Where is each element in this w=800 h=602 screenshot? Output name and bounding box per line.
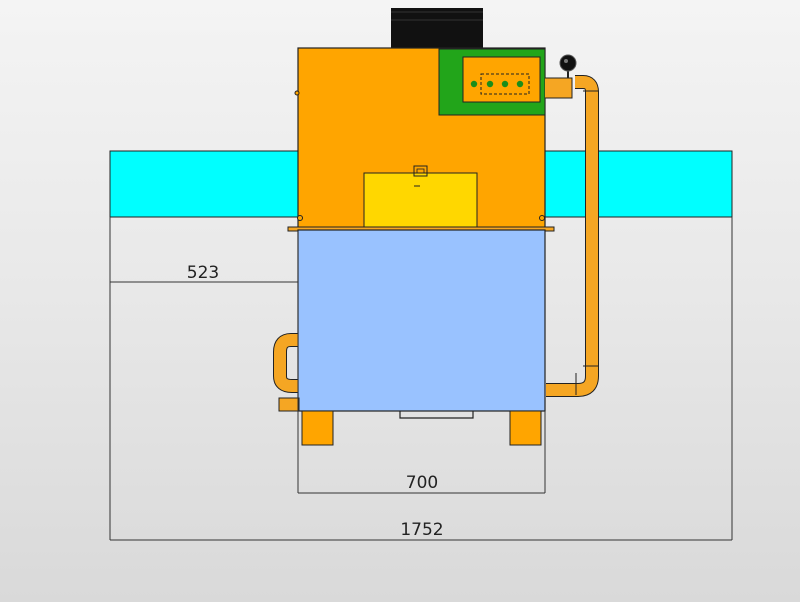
rivet [297,215,303,221]
left-side-panel [109,150,299,218]
left-outlet-pipe [278,397,300,412]
indicator-light-2 [486,80,494,88]
access-window [363,172,478,230]
pressure-gauge-icon [559,54,577,82]
indicator-light-1 [470,80,478,88]
left-pipe [273,333,299,393]
top-pipe-connector [545,77,573,99]
dimension-body-width: 700 [406,473,438,493]
right-side-panel [544,150,733,218]
left-foot [301,410,334,446]
right-foot [509,410,542,446]
dimension-overall-width: 1752 [400,520,443,540]
right-pipe [546,75,599,397]
latch-icon [413,165,428,187]
exhaust-stack [391,8,483,50]
dimension-left-offset: 523 [187,263,219,283]
lower-tank [297,229,546,412]
rivet [294,90,300,96]
indicator-light-3 [501,80,509,88]
drain-bracket [399,411,474,419]
dimension-lines [109,217,733,541]
rivet [539,215,545,221]
indicator-light-4 [516,80,524,88]
